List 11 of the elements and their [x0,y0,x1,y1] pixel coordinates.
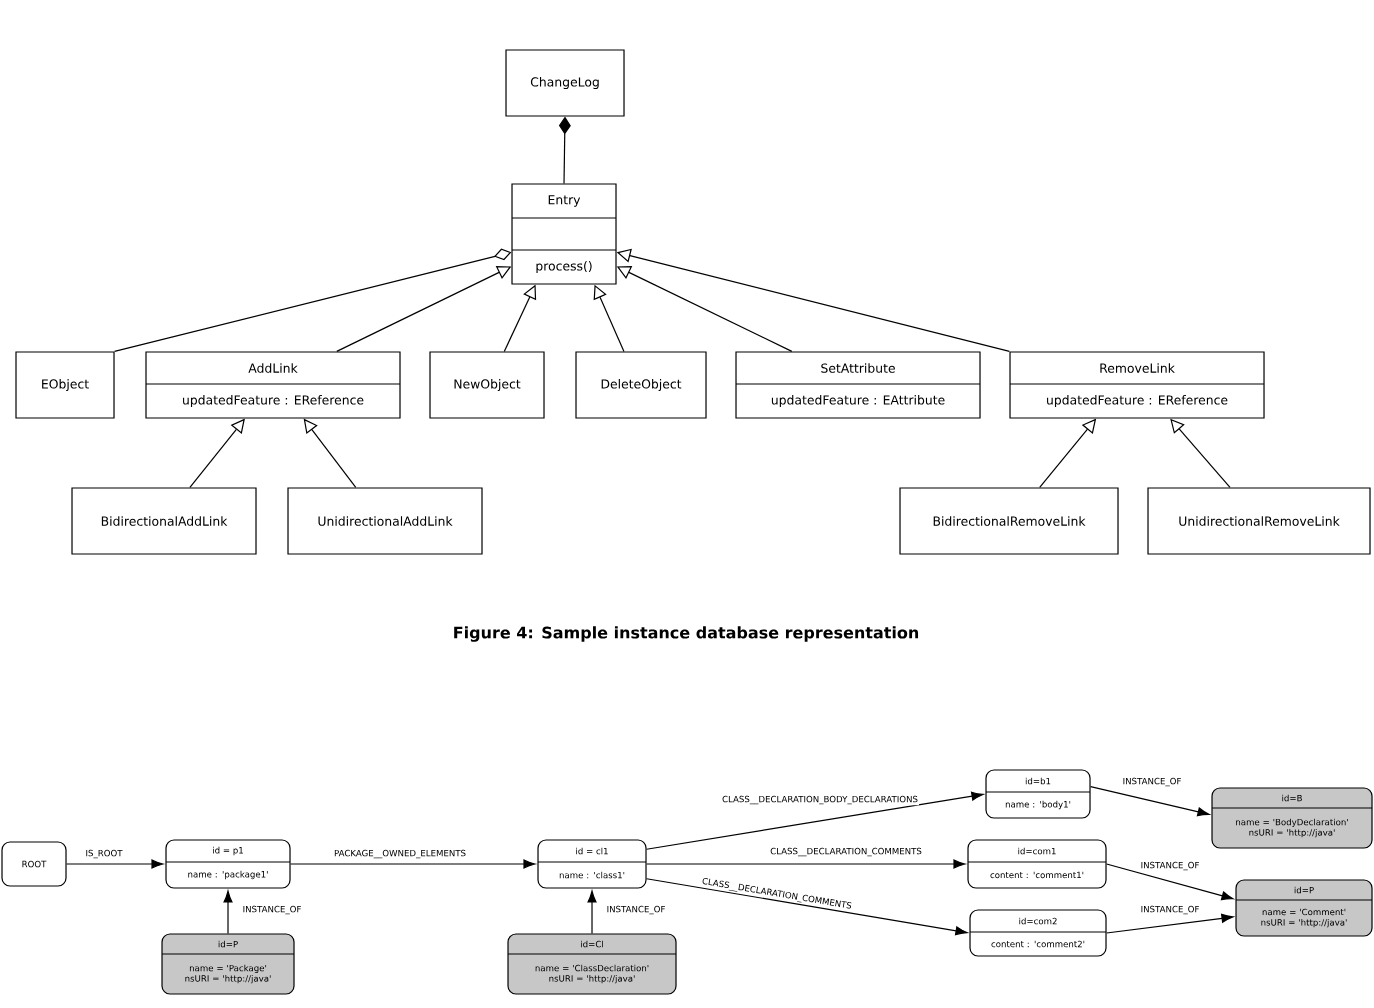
arrow [1106,913,1234,934]
arrow [646,859,966,869]
arrow [1106,863,1234,901]
arrow [223,890,233,934]
figure-caption: Figure 4: Sample instance database representation [454,626,919,642]
arrow [66,859,164,869]
arrow [646,878,968,936]
arrow [646,791,984,850]
arrow [587,890,597,934]
arrow [1090,786,1210,817]
arrow [290,859,536,869]
